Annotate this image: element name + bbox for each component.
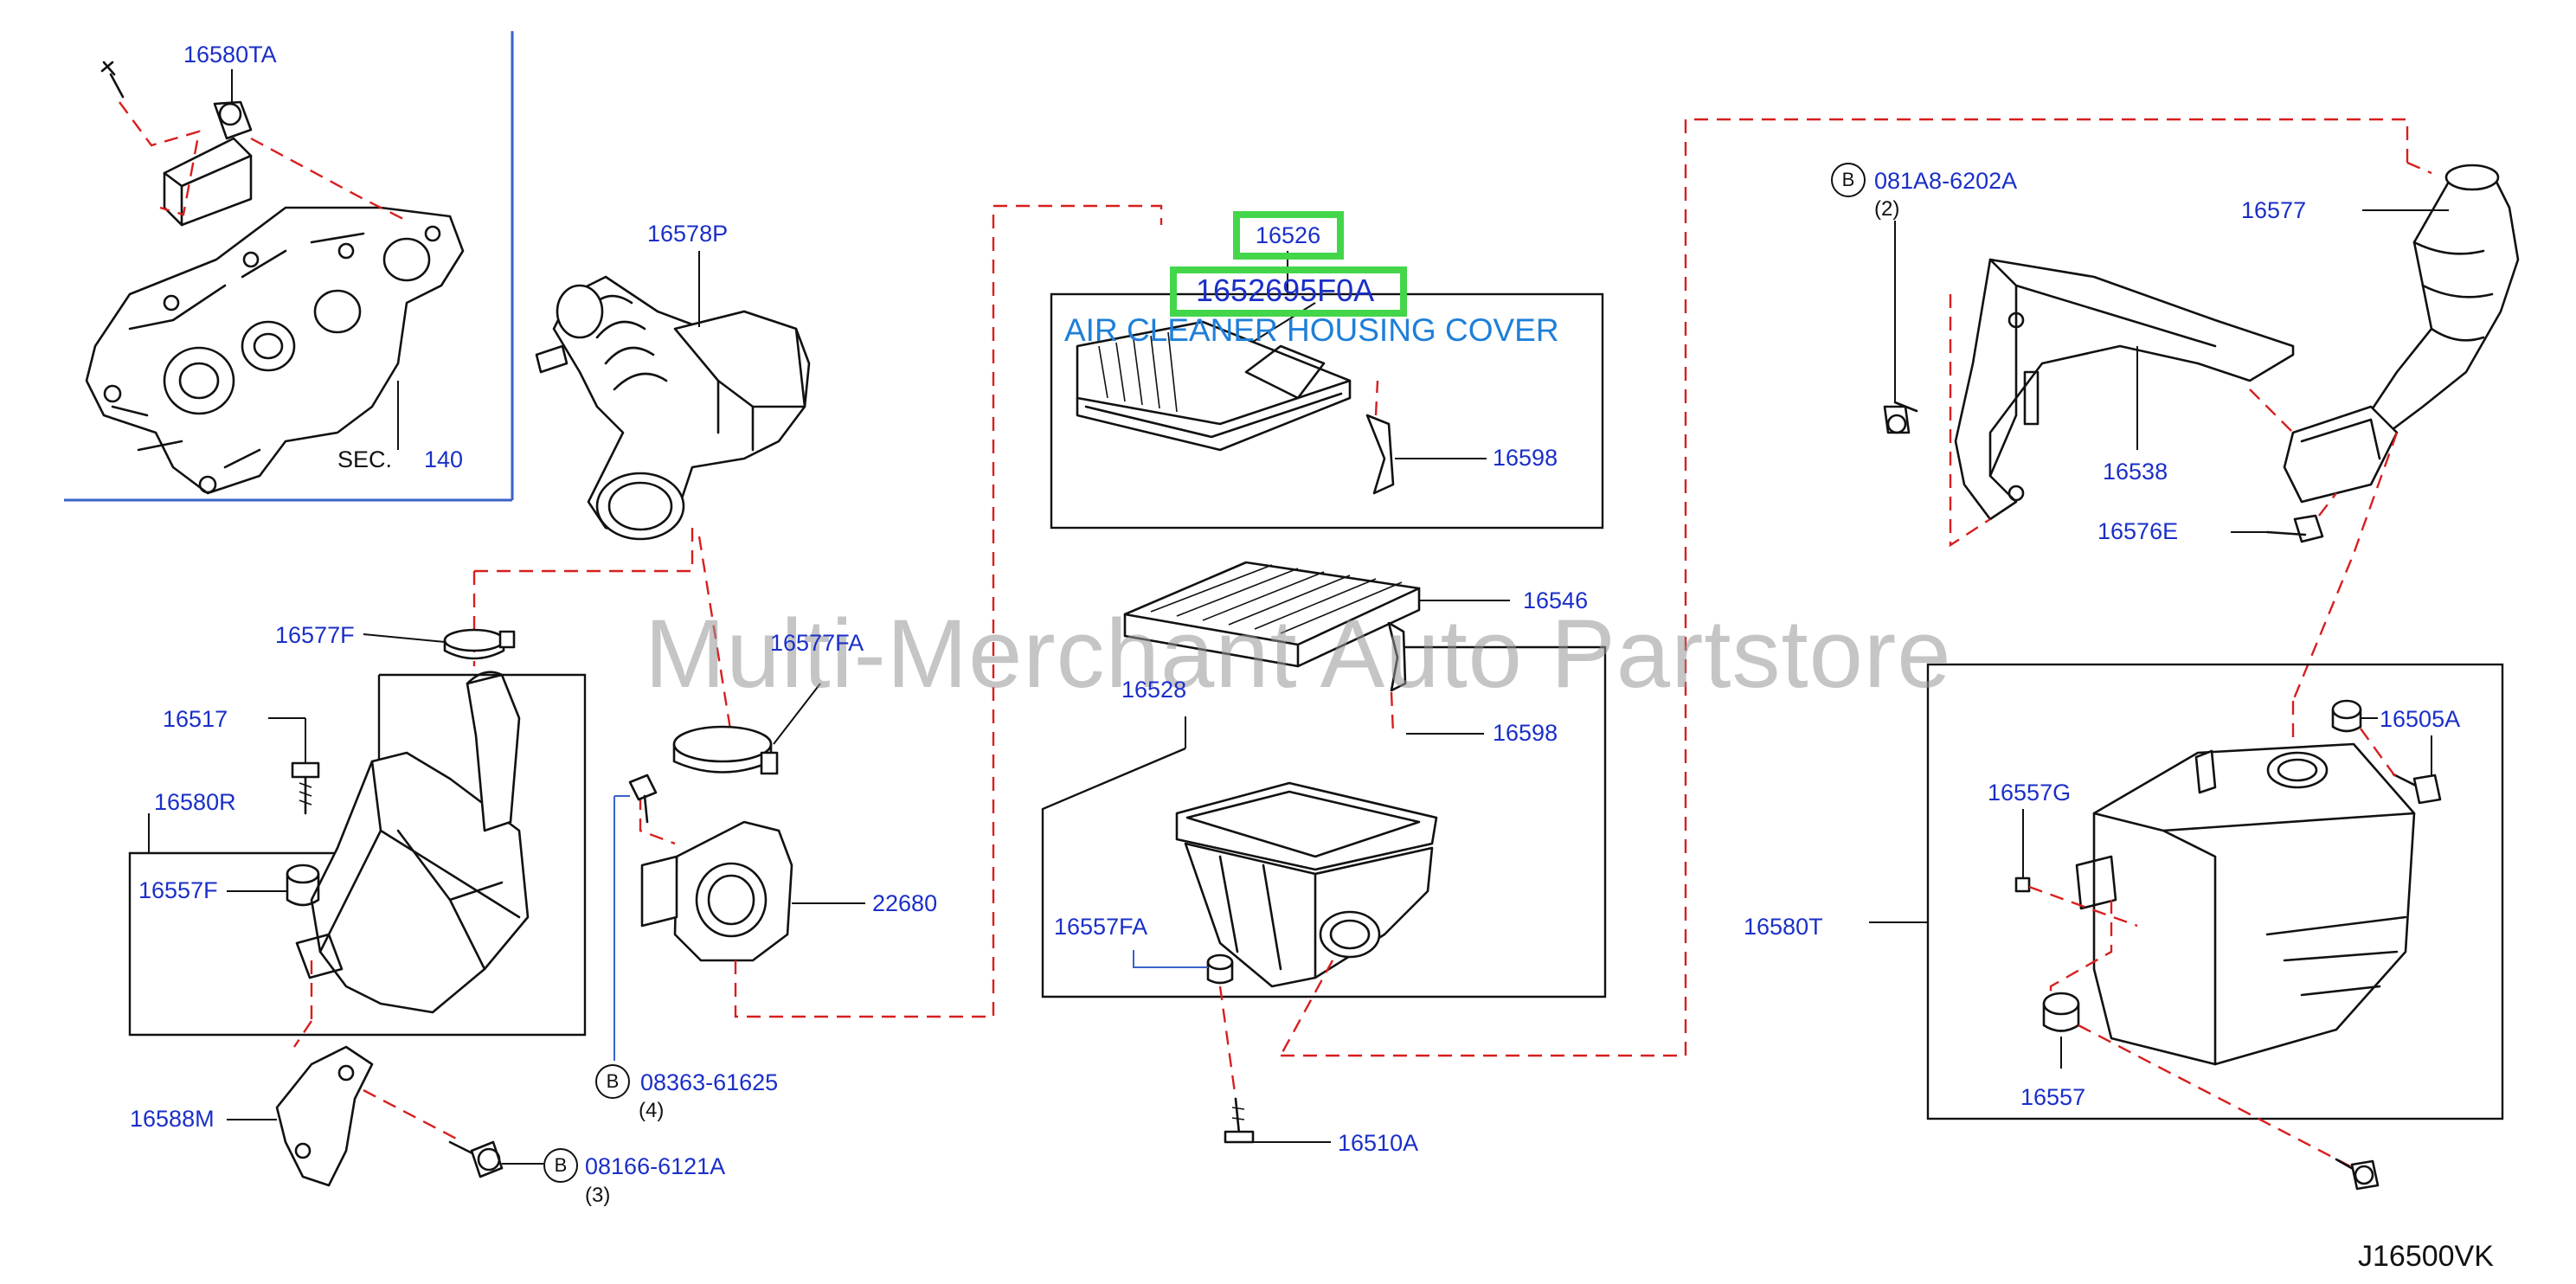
bolt-16517-drawing	[268, 717, 320, 815]
lower-case-drawing	[1175, 621, 1484, 988]
label-081A8-6202A[interactable]: 081A8-6202A	[1874, 168, 2018, 194]
label-16505A[interactable]: 16505A	[2380, 706, 2461, 732]
clamp-16577F-drawing	[363, 628, 516, 660]
bolt-08363-drawing	[613, 774, 658, 1061]
label-16578P[interactable]: 16578P	[647, 221, 729, 247]
label-22680[interactable]: 22680	[872, 890, 938, 916]
lower-box	[1041, 645, 1607, 998]
duct-16577-drawing	[2283, 164, 2520, 504]
watermark-text: Multi-Merchant Auto Partstore	[645, 600, 1952, 708]
label-16588M[interactable]: 16588M	[130, 1106, 215, 1132]
label-08363-61625[interactable]: 08363-61625	[640, 1069, 779, 1095]
throttle-22680-drawing	[640, 820, 865, 962]
grommet-16557F-drawing	[227, 863, 320, 907]
label-16538[interactable]: 16538	[2103, 459, 2168, 485]
label-16557FA[interactable]: 16557FA	[1054, 914, 1148, 940]
inset-frame	[64, 31, 514, 502]
intake-manifold-drawing	[85, 206, 465, 495]
bolt-marker-08166: B	[543, 1148, 578, 1183]
screw-16510A-drawing	[1224, 1097, 1331, 1144]
grommet-16505A-drawing	[2331, 699, 2378, 733]
highlight-16526-alt[interactable]	[1170, 266, 1407, 317]
bracket-16538-drawing	[1954, 258, 2295, 521]
label-sec-140[interactable]: 140	[424, 446, 464, 472]
label-sec: SEC.	[337, 446, 393, 472]
label-16526-alt[interactable]: 1652695F0A	[1196, 273, 1375, 308]
label-16526[interactable]: 16526	[1256, 222, 1321, 248]
label-16528[interactable]: 16528	[1121, 677, 1187, 703]
bolt-right-bottom-drawing	[2335, 1158, 2380, 1191]
clamp-16577FA-drawing	[672, 683, 821, 775]
label-16546[interactable]: 16546	[1523, 587, 1589, 613]
label-16576E[interactable]: 16576E	[2097, 518, 2179, 544]
label-16598-top[interactable]: 16598	[1493, 445, 1558, 471]
label-16577[interactable]: 16577	[2241, 197, 2307, 223]
resonator-16580T-drawing	[2075, 742, 2416, 1066]
label-16580R[interactable]: 16580R	[154, 789, 236, 815]
resonator-16580TA-drawing	[100, 61, 253, 227]
bolt-08166-drawing	[448, 1140, 543, 1178]
highlight-16526[interactable]	[1233, 211, 1344, 260]
bolt-marker-08363: B	[595, 1064, 630, 1099]
pin-16557G-drawing	[2014, 809, 2031, 893]
label-16557F[interactable]: 16557F	[138, 877, 218, 903]
qty-081A8: (2)	[1874, 197, 1900, 221]
air-duct-16578P-drawing	[535, 251, 811, 541]
label-16577F[interactable]: 16577F	[275, 622, 355, 648]
cover-16526-drawing	[1076, 320, 1487, 495]
qty-08166: (3)	[585, 1184, 611, 1207]
label-16598-mid[interactable]: 16598	[1493, 720, 1558, 746]
label-16580T[interactable]: 16580T	[1744, 914, 1823, 940]
right-box	[1869, 663, 2504, 1120]
label-16557[interactable]: 16557	[2020, 1084, 2086, 1110]
label-16577FA[interactable]: 16577FA	[770, 630, 864, 656]
label-08166-6121A[interactable]: 08166-6121A	[585, 1153, 726, 1179]
qty-08363: (4)	[639, 1099, 665, 1122]
bolt-081A8-drawing	[1883, 221, 1918, 434]
caption-air-cleaner-housing-cover: AIR CLEANER HOUSING COVER	[1064, 312, 1559, 348]
filter-16546-drawing	[1123, 561, 1510, 668]
grommet-16557-drawing	[2042, 992, 2080, 1069]
bolt-16505A-drawing	[2392, 735, 2442, 805]
housing-16580R-drawing	[295, 671, 530, 1014]
grommet-16557FA-drawing	[1133, 950, 1234, 985]
label-16580TA[interactable]: 16580TA	[183, 42, 277, 67]
bolt-16576E-drawing	[2231, 514, 2324, 543]
label-16510A[interactable]: 16510A	[1338, 1130, 1419, 1156]
bolt-marker-081A8: B	[1831, 163, 1866, 197]
label-16517[interactable]: 16517	[163, 706, 228, 732]
bracket-16588M-drawing	[227, 1045, 374, 1187]
label-16557G[interactable]: 16557G	[1988, 780, 2072, 806]
diagram-code: J16500VK	[2358, 1240, 2494, 1273]
